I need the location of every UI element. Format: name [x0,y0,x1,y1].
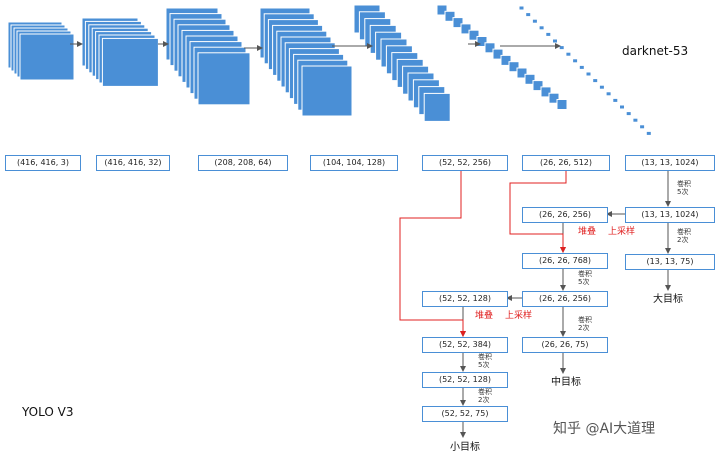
feature-map-layer [585,71,592,77]
feature-map-layer [19,33,75,81]
box-26-26-768: (26, 26, 768) [522,253,608,269]
feature-map-layer [639,124,646,130]
box-52-52-75: (52, 52, 75) [422,406,508,422]
dim-box-5: (52, 52, 256) [422,155,508,171]
feature-map-layer [101,37,159,87]
feature-map-layer [538,25,545,31]
yolo-title: YOLO V3 [22,405,74,419]
small-target-label: 小目标 [450,442,480,453]
feature-map-layer [552,38,558,44]
box-52-52-384: (52, 52, 384) [422,337,508,353]
feature-map-layer [612,97,619,103]
dim-box-2: (416, 416, 32) [96,155,170,171]
arrows [70,41,671,438]
dim-box-6: (26, 26, 512) [522,155,610,171]
box-26-26-256a: (26, 26, 256) [522,207,608,223]
stack-label-1: 堆叠 [578,227,597,237]
feature-map-layer [508,61,520,73]
feature-map-layer [548,92,560,104]
red-connector-arrow [509,170,567,253]
feature-map-layer [197,52,251,106]
feature-map-layer [532,80,544,92]
feature-map-layer [468,29,480,41]
watermark: 知乎 @AI大道理 [553,421,656,437]
feature-map-layer [572,58,579,64]
box-26-26-75: (26, 26, 75) [522,337,608,353]
feature-map-layer [492,48,504,60]
dim-box-7: (13, 13, 1024) [625,155,715,171]
red-connector-arrow [399,170,466,337]
box-13-13-1024b: (13, 13, 1024) [625,207,715,223]
feature-map-layer [452,17,464,29]
feature-map-layer [545,31,552,37]
dim-box-4: (104, 104, 128) [310,155,398,171]
feature-map-layer [556,99,568,110]
feature-map-layer [605,91,612,97]
stack-label-2: 堆叠 [475,311,494,321]
feature-map-layer [436,4,448,16]
feature-map-layer [524,73,536,85]
feature-map-layer [540,86,552,98]
dim-box-1: (416, 416, 3) [5,155,81,171]
upsample-label-1: 上采样 [608,227,636,237]
feature-map-layer [423,92,451,122]
feature-map-layer [460,23,472,35]
feature-map-layer [619,104,625,110]
feature-map-layer [645,130,652,136]
darknet-title: darknet-53 [622,44,689,58]
box-26-26-256b: (26, 26, 256) [522,291,608,307]
large-target-label: 大目标 [653,294,683,305]
feature-map-layer [500,54,512,66]
feature-map-layer [531,18,538,24]
feature-map-layer [484,42,496,54]
feature-map-layer [592,78,599,84]
feature-map-layer [625,111,632,117]
feature-map-layer [565,51,572,57]
feature-map-stacks [7,4,652,136]
feature-map-layer [301,65,353,117]
box-13-13-75: (13, 13, 75) [625,254,715,270]
upsample-label-2: 上采样 [505,311,533,321]
feature-map-layer [598,84,605,90]
feature-map-layer [578,64,585,70]
feature-map-layer [516,67,528,79]
feature-map-layer [444,10,456,22]
box-52-52-128a: (52, 52, 128) [422,291,508,307]
dim-box-3: (208, 208, 64) [198,155,288,171]
medium-target-label: 中目标 [551,377,581,388]
feature-map-layer [518,5,525,11]
feature-map-layer [632,117,639,123]
feature-map-layer [525,12,532,18]
box-52-52-128b: (52, 52, 128) [422,372,508,388]
